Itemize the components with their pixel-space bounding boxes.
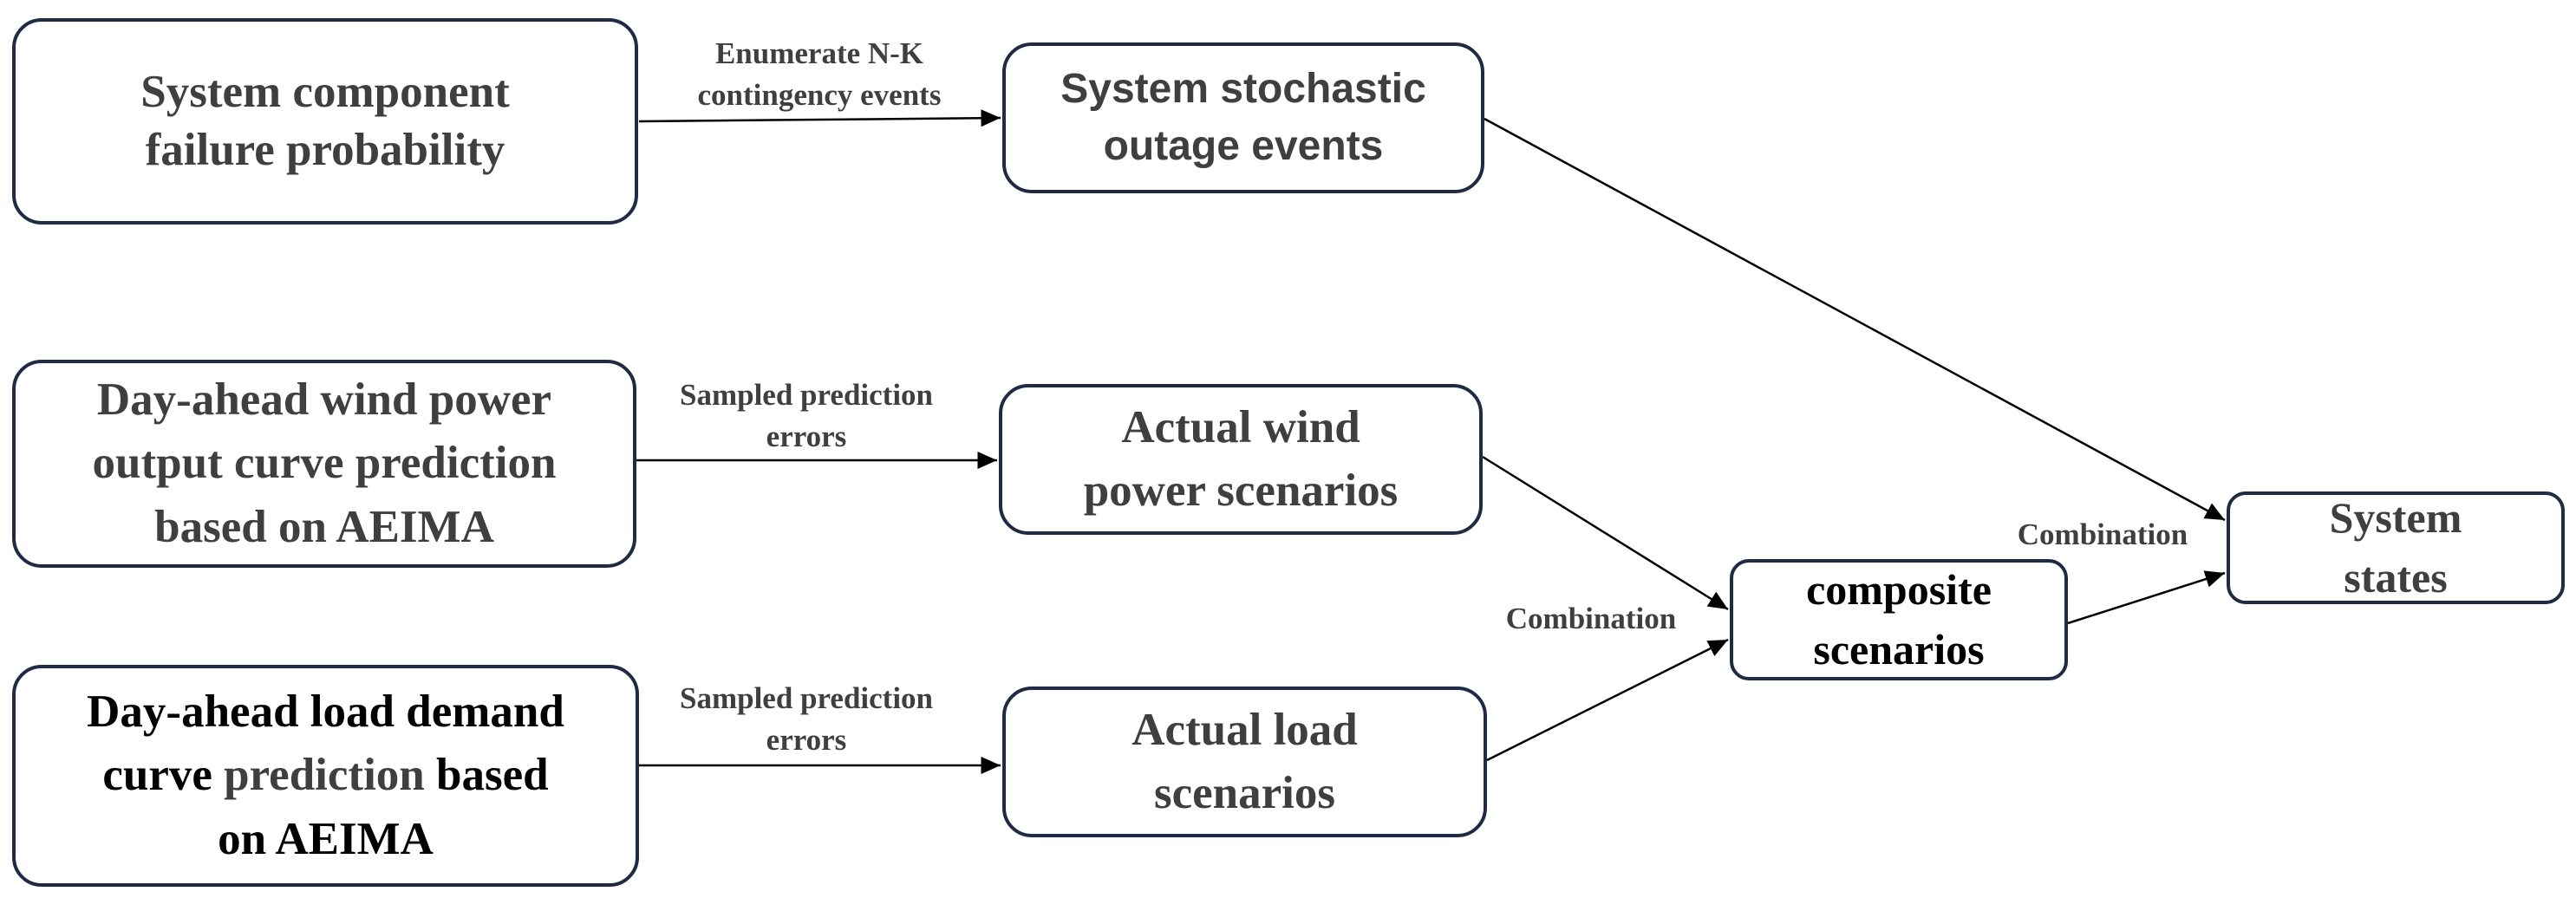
node-load-prediction: Day-ahead load demand curve prediction b… [12, 665, 639, 887]
node-composite-line1: composite [1806, 565, 1992, 614]
node-actual-load-line2: scenarios [1153, 768, 1335, 818]
edge-label-sampled-wind: Sampled prediction errors [659, 374, 954, 459]
arrow-actual-wind-to-composite [1482, 455, 1729, 611]
edge-label-combination-composite-text: Combination [1505, 602, 1677, 635]
edge-label-combination-composite: Combination [1487, 598, 1695, 640]
node-stochastic-outage-line2: outage events [1103, 123, 1384, 169]
node-failure-probability-line1: System component [140, 66, 510, 117]
edge-label-sampled-load-line1: Sampled prediction [679, 681, 934, 715]
node-load-prediction-line2-part1: curve [102, 750, 225, 801]
node-wind-prediction: Day-ahead wind power output curve predic… [12, 360, 636, 568]
edge-label-sampled-load-line2: errors [766, 723, 847, 758]
node-composite-scenarios: composite scenarios [1730, 559, 2068, 680]
node-composite-line2: scenarios [1813, 625, 1985, 674]
node-failure-probability-line2: failure probability [145, 125, 505, 175]
edge-label-enumerate-line1: Enumerate N-K [714, 36, 924, 70]
edge-label-combination-states: Combination [1999, 514, 2207, 556]
node-load-prediction-line2-part3: based [424, 750, 549, 801]
node-actual-load-line1: Actual load [1131, 704, 1358, 755]
node-system-states-line2: states [2344, 553, 2448, 602]
node-system-states: System states [2227, 491, 2565, 604]
edge-label-sampled-wind-line1: Sampled prediction [679, 378, 934, 412]
node-actual-wind-line1: Actual wind [1121, 401, 1360, 452]
arrow-composite-to-system-states [2067, 570, 2226, 625]
node-wind-prediction-line2: output curve prediction [92, 438, 557, 489]
node-load-prediction-line2-highlight: prediction [224, 750, 425, 801]
arrow-failure-to-outage [638, 109, 1001, 127]
edge-label-enumerate-line2: contingency events [697, 78, 942, 113]
node-system-states-line1: System [2329, 493, 2462, 542]
edge-label-sampled-load: Sampled prediction errors [659, 678, 954, 762]
edge-label-enumerate: Enumerate N-K contingency events [676, 33, 962, 117]
node-load-prediction-line1: Day-ahead load demand [87, 687, 564, 738]
node-wind-prediction-line3: based on AEIMA [154, 501, 494, 552]
node-failure-probability: System component failure probability [12, 18, 638, 224]
edge-label-sampled-wind-line2: errors [766, 420, 847, 454]
node-load-prediction-line2: curve prediction based [87, 744, 564, 807]
arrow-outage-to-system-states [1484, 117, 2226, 522]
node-wind-prediction-line1: Day-ahead wind power [96, 374, 552, 426]
edge-label-combination-states-text: Combination [2017, 517, 2188, 551]
arrow-actual-load-to-composite [1486, 638, 1729, 762]
node-actual-wind: Actual wind power scenarios [999, 384, 1483, 535]
node-stochastic-outage-line1: System stochastic [1060, 65, 1426, 112]
node-actual-wind-line2: power scenarios [1083, 465, 1399, 516]
node-actual-load: Actual load scenarios [1002, 687, 1487, 837]
node-stochastic-outage: System stochastic outage events [1002, 42, 1484, 193]
node-load-prediction-line3: on AEIMA [218, 813, 434, 864]
